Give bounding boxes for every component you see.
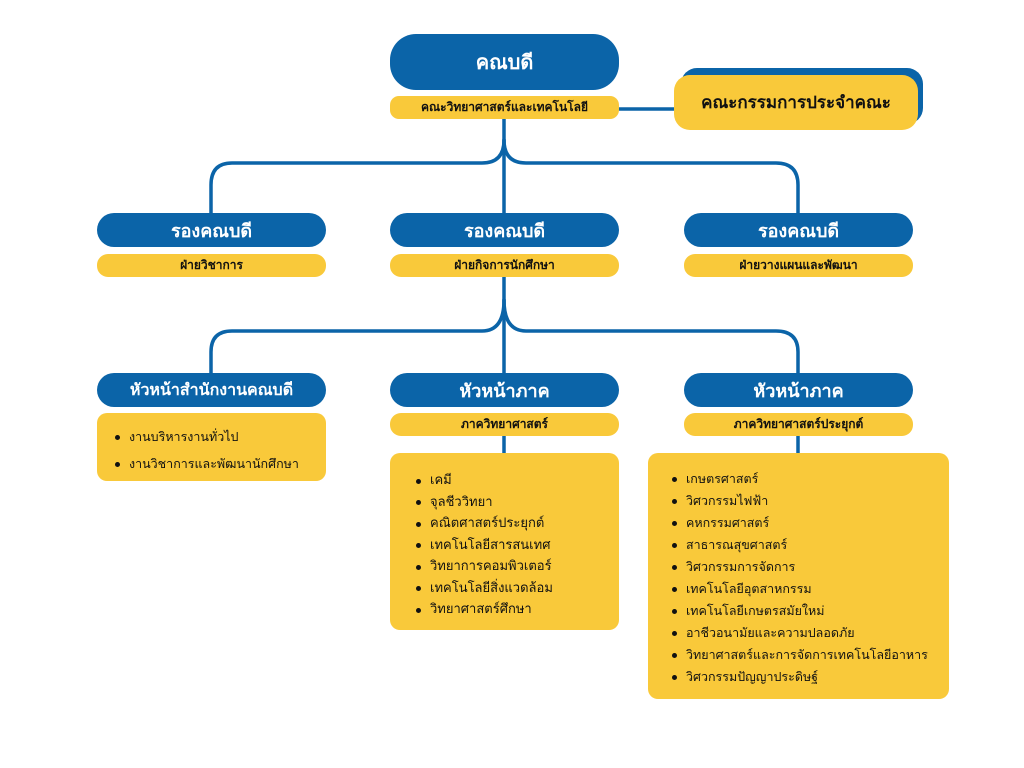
office-items-box: งานบริหารงานทั่วไป งานวิชาการและพัฒนานัก… xyxy=(97,413,326,481)
deputy-academic-division: ฝ่ายวิชาการ xyxy=(97,254,326,277)
committee-label: คณะกรรมการประจำคณะ xyxy=(674,75,918,130)
deputy-academic-title: รองคณบดี xyxy=(97,213,326,247)
program-item: เทคโนโลยีสิ่งแวดล้อม xyxy=(416,578,619,600)
program-item: วิทยาศาสตร์และการจัดการเทคโนโลยีอาหาร xyxy=(672,644,949,666)
science-department-label: ภาควิทยาศาสตร์ xyxy=(390,413,619,436)
dean-title: คณบดี xyxy=(390,34,619,90)
applied-programs-box: เกษตรศาสตร์ วิศวกรรมไฟฟ้า คหกรรมศาสตร์ ส… xyxy=(648,453,949,699)
program-item: อาชีวอนามัยและความปลอดภัย xyxy=(672,622,949,644)
program-item: วิศวกรรมไฟฟ้า xyxy=(672,490,949,512)
deputy-student-affairs-title: รองคณบดี xyxy=(390,213,619,247)
program-item: วิทยาการคอมพิวเตอร์ xyxy=(416,556,619,578)
program-item: วิทยาศาสตร์ศึกษา xyxy=(416,599,619,621)
program-item: คหกรรมศาสตร์ xyxy=(672,512,949,534)
applied-head-title: หัวหน้าภาค xyxy=(684,373,913,407)
science-head-title: หัวหน้าภาค xyxy=(390,373,619,407)
office-item: งานวิชาการและพัฒนานักศึกษา xyxy=(115,450,326,477)
program-item: เกษตรศาสตร์ xyxy=(672,468,949,490)
deputy-planning-title: รองคณบดี xyxy=(684,213,913,247)
program-item: เทคโนโลยีเกษตรสมัยใหม่ xyxy=(672,600,949,622)
applied-department-label: ภาควิทยาศาสตร์ประยุกต์ xyxy=(684,413,913,436)
deputy-planning-division: ฝ่ายวางแผนและพัฒนา xyxy=(684,254,913,277)
office-head-title: หัวหน้าสำนักงานคณบดี xyxy=(97,373,326,407)
program-item: เคมี xyxy=(416,470,619,492)
deputy-student-affairs-division: ฝ่ายกิจการนักศึกษา xyxy=(390,254,619,277)
program-item: คณิตศาสตร์ประยุกต์ xyxy=(416,513,619,535)
office-item: งานบริหารงานทั่วไป xyxy=(115,423,326,450)
program-item: เทคโนโลยีอุตสาหกรรม xyxy=(672,578,949,600)
program-item: วิศวกรรมการจัดการ xyxy=(672,556,949,578)
science-programs-box: เคมี จุลชีววิทยา คณิตศาสตร์ประยุกต์ เทคโ… xyxy=(390,453,619,630)
program-item: วิศวกรรมปัญญาประดิษฐ์ xyxy=(672,666,949,688)
faculty-label: คณะวิทยาศาสตร์และเทคโนโลยี xyxy=(390,96,619,119)
program-item: จุลชีววิทยา xyxy=(416,492,619,514)
program-item: สาธารณสุขศาสตร์ xyxy=(672,534,949,556)
program-item: เทคโนโลยีสารสนเทศ xyxy=(416,535,619,557)
